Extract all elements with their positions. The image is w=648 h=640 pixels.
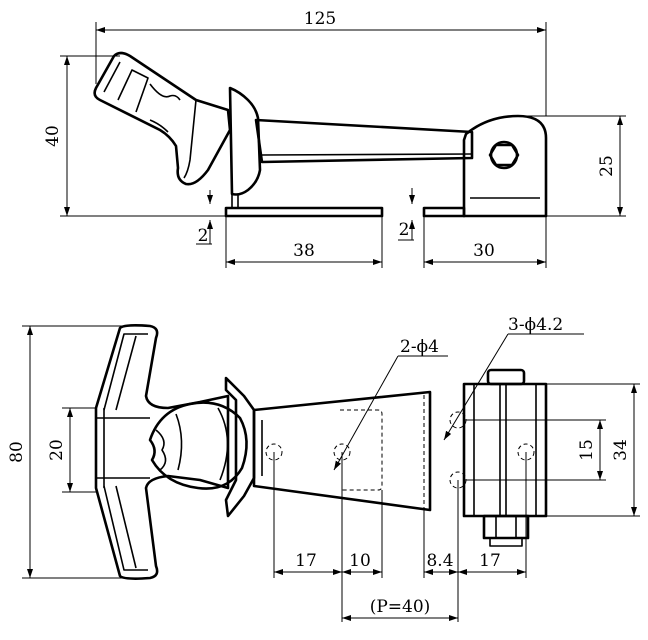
right-base-plate xyxy=(422,206,466,218)
t-handle xyxy=(93,51,232,186)
plan-view-dimensions: 80 20 15 34 17 10 8.4 17 (P=40) xyxy=(7,315,640,622)
side-view xyxy=(93,51,548,218)
dim-total-height: 80 xyxy=(7,441,27,463)
dim-8-4: 8.4 xyxy=(426,551,453,571)
dim-overall-length: 125 xyxy=(304,9,336,29)
label-holes-large: 3-ϕ4.2 xyxy=(508,315,563,335)
dim-side-height: 40 xyxy=(43,125,63,147)
dim-base-right: 30 xyxy=(473,241,495,261)
dim-hole-spacing: 15 xyxy=(577,439,597,461)
hex-nut-icon xyxy=(488,143,520,167)
dim-base-left: 38 xyxy=(293,241,315,261)
bolt-head-icon xyxy=(486,368,526,386)
hidden-slot xyxy=(340,409,383,491)
dim-hinge-height: 25 xyxy=(597,155,617,177)
flange-plate xyxy=(228,86,262,196)
dim-pitch: (P=40) xyxy=(370,597,431,617)
nut-icon xyxy=(482,514,530,540)
flange-plan xyxy=(224,376,256,518)
plan-view xyxy=(94,324,548,580)
label-holes-small: 2-ϕ4 xyxy=(400,337,439,357)
dim-bracket-height: 34 xyxy=(611,439,631,461)
hole-icon xyxy=(265,443,283,461)
dim-17-left: 17 xyxy=(295,551,317,571)
handle-bulb xyxy=(148,401,248,490)
lever-arm xyxy=(254,118,474,164)
side-view-dimensions: 125 40 25 2 2 38 30 xyxy=(43,9,626,268)
hole-icon xyxy=(333,443,351,461)
dim-17-right: 17 xyxy=(479,551,501,571)
hinge-bracket-plan xyxy=(462,382,548,518)
dim-gap-right: 2 xyxy=(399,220,410,240)
left-base-plate xyxy=(224,206,384,218)
dim-10: 10 xyxy=(349,551,371,571)
dim-gap-left: 2 xyxy=(198,226,209,246)
t-handle-plan xyxy=(94,324,230,580)
dim-handle-width: 20 xyxy=(47,439,67,461)
hole-icon xyxy=(517,443,535,461)
